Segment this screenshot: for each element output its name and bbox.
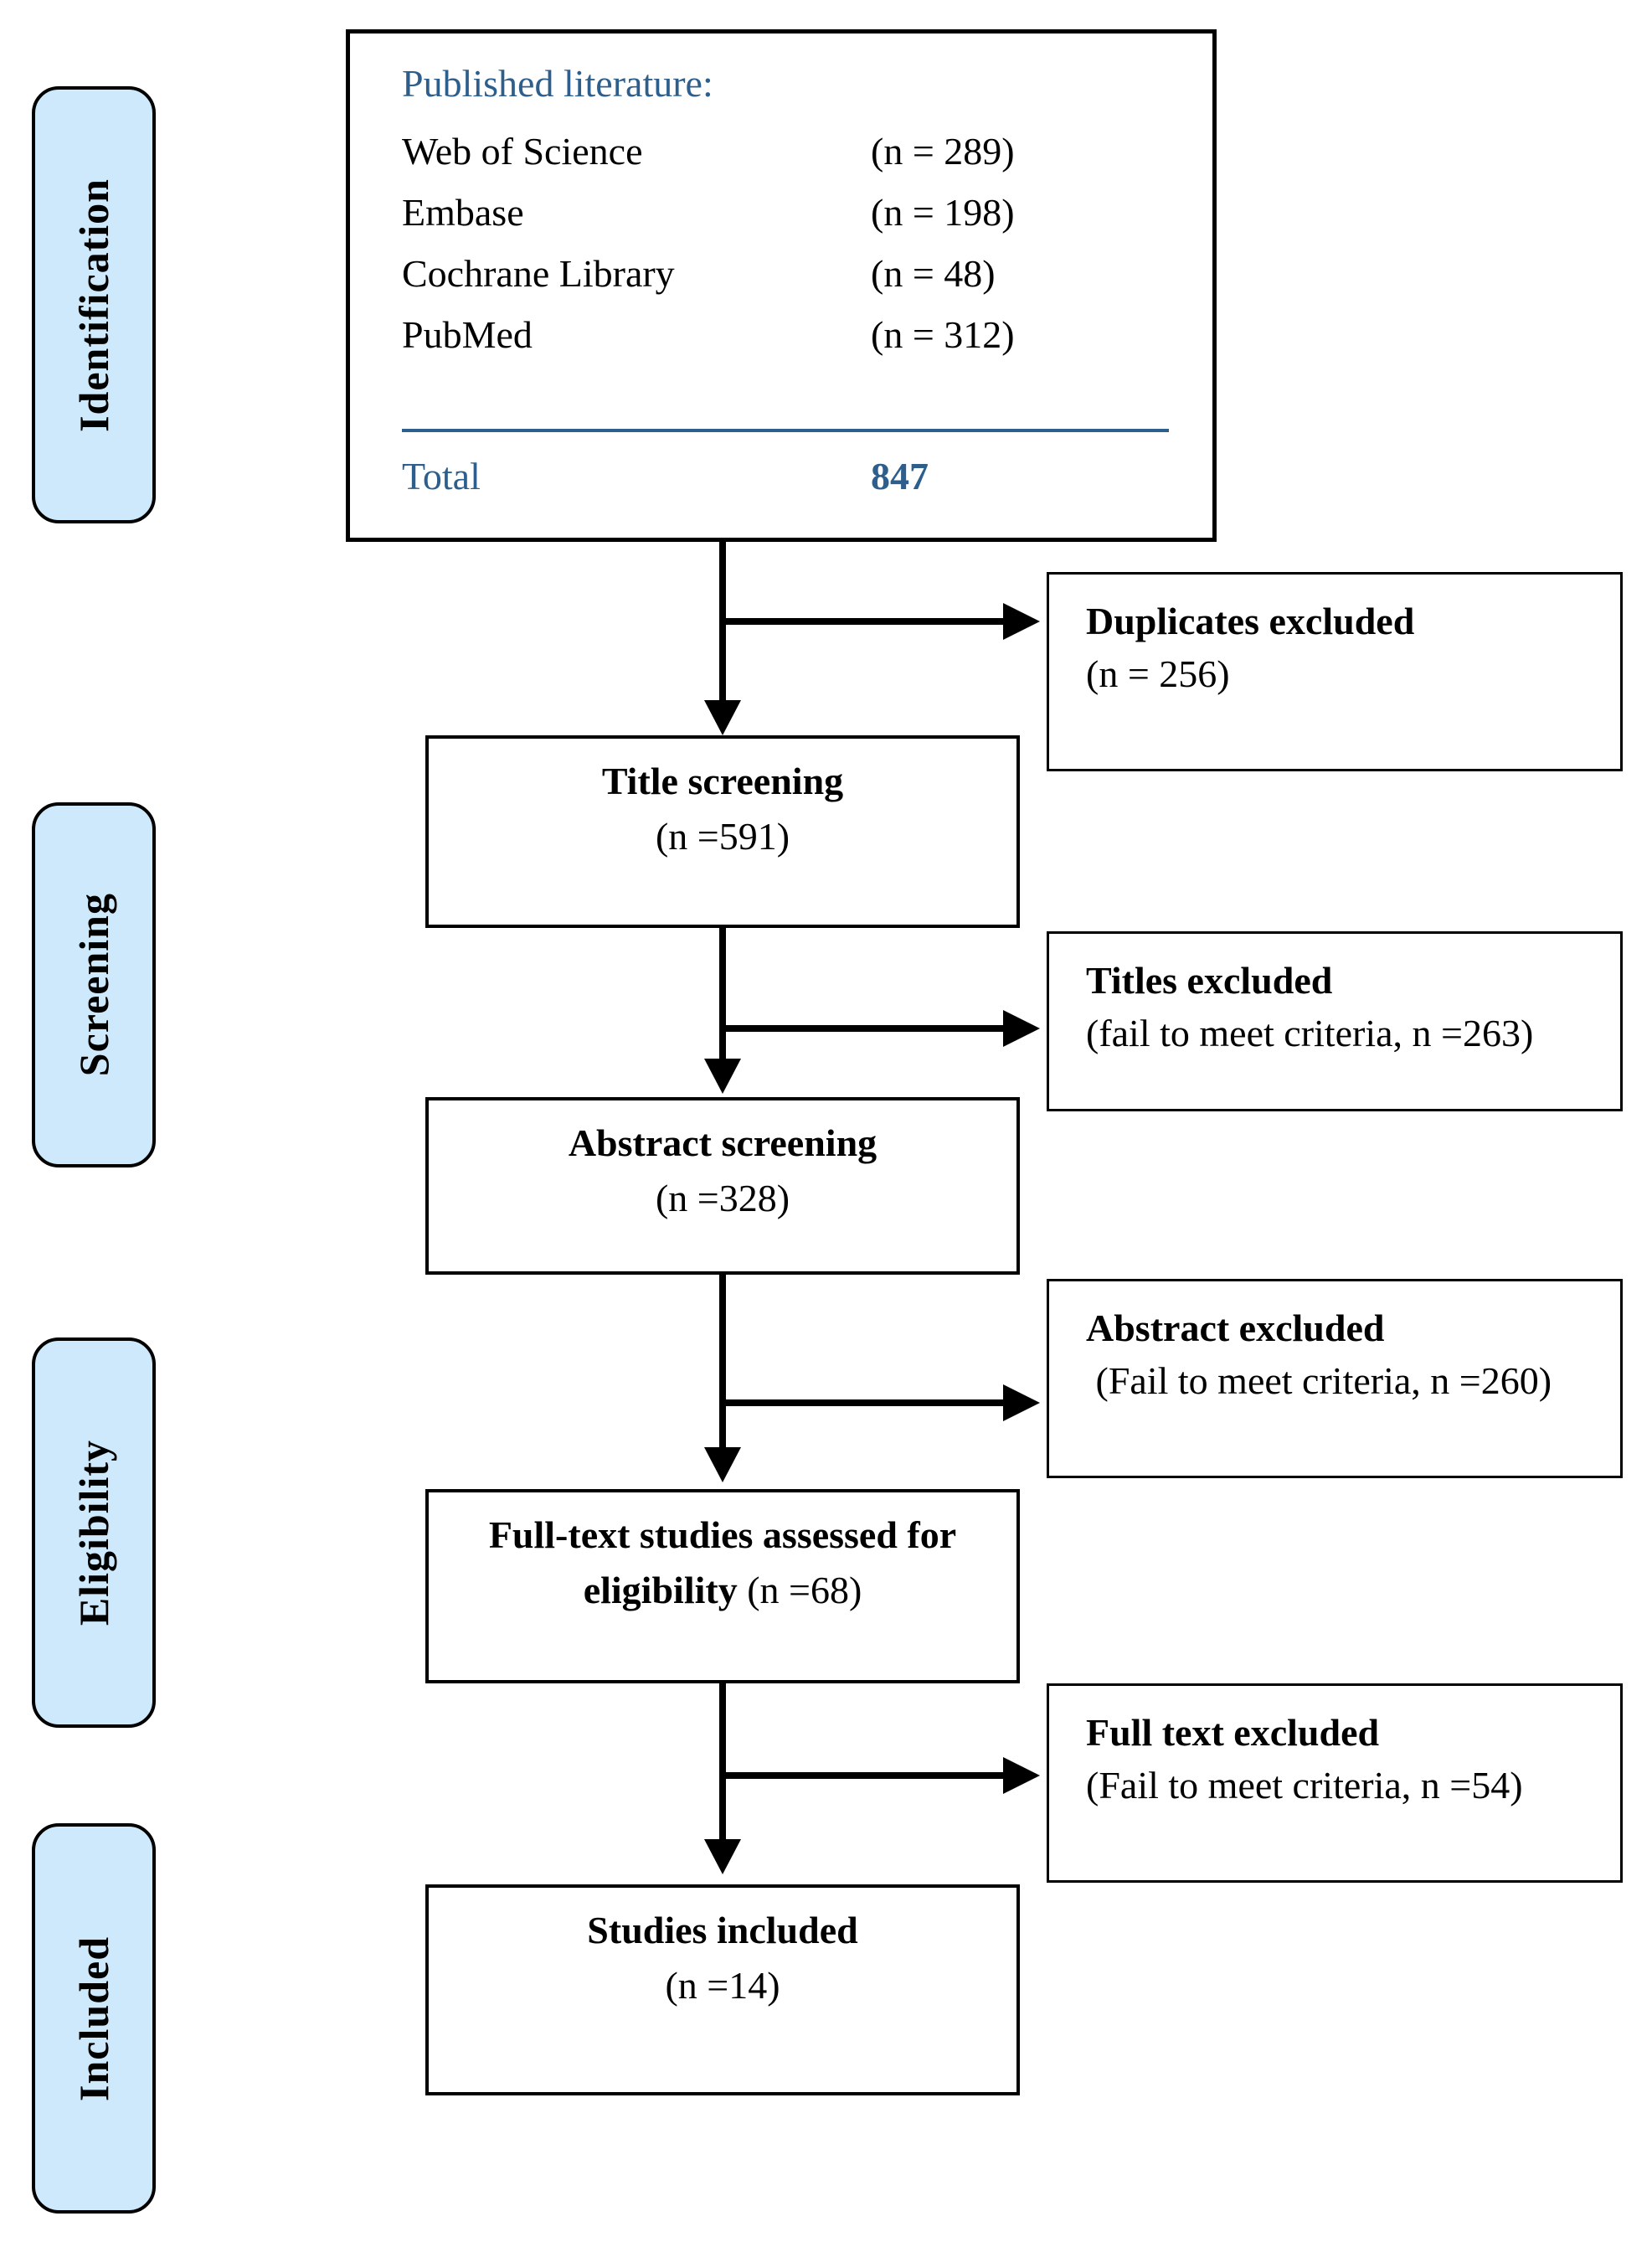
source-count: (n = 312) bbox=[871, 313, 1015, 356]
exclusion-label: Titles excluded bbox=[1086, 959, 1333, 1002]
exclusion-box-duplicates: Duplicates excluded (n = 256) bbox=[1047, 572, 1623, 771]
source-row-web-of-science: Web of Science (n = 289) bbox=[402, 121, 1169, 182]
source-row-embase: Embase (n = 198) bbox=[402, 182, 1169, 243]
stage-box-identification: Identification bbox=[32, 86, 156, 523]
arrowhead-sources-to-title bbox=[704, 700, 741, 735]
source-count: (n = 198) bbox=[871, 191, 1015, 234]
exclusion-detail: (n = 256) bbox=[1086, 652, 1230, 695]
source-row-cochrane-library: Cochrane Library (n = 48) bbox=[402, 243, 1169, 304]
arrowhead-branch-duplicates bbox=[1003, 603, 1040, 640]
source-row-pubmed: PubMed (n = 312) bbox=[402, 304, 1169, 365]
arrowhead-fulltext-to-included bbox=[704, 1839, 741, 1874]
arrowhead-branch-titles bbox=[1003, 1010, 1040, 1047]
source-label: PubMed bbox=[402, 313, 533, 356]
flow-box-count: (n =14) bbox=[665, 1964, 780, 2007]
sources-box: Published literature: Web of Science (n … bbox=[346, 29, 1217, 542]
exclusion-box-fulltext: Full text excluded (Fail to meet criteri… bbox=[1047, 1683, 1623, 1883]
sources-total-row: Total 847 bbox=[402, 446, 1169, 507]
arrowhead-branch-abstract-excluded bbox=[1003, 1384, 1040, 1421]
flow-box-label: Title screening bbox=[601, 760, 844, 802]
stage-label-screening: Screening bbox=[70, 893, 117, 1077]
sources-title: Published literature: bbox=[402, 62, 713, 105]
source-count: (n = 48) bbox=[871, 252, 996, 295]
flow-box-label-continued: eligibility bbox=[583, 1569, 738, 1611]
source-label: Web of Science bbox=[402, 130, 643, 173]
flow-box-label: Studies included bbox=[587, 1909, 858, 1951]
exclusion-detail: (fail to meet criteria, n =263) bbox=[1086, 1012, 1534, 1054]
stage-box-screening: Screening bbox=[32, 802, 156, 1167]
exclusion-detail: (Fail to meet criteria, n =260) bbox=[1086, 1359, 1552, 1402]
source-label: Cochrane Library bbox=[402, 252, 675, 295]
arrowhead-abstract-to-fulltext bbox=[704, 1447, 741, 1482]
flow-box-count: (n =328) bbox=[655, 1177, 790, 1219]
source-count: (n = 289) bbox=[871, 130, 1015, 173]
exclusion-detail: (Fail to meet criteria, n =54) bbox=[1086, 1764, 1523, 1806]
total-value: 847 bbox=[871, 455, 929, 497]
flow-box-count: eligibility (n =68) bbox=[429, 1563, 1016, 1618]
flow-box-abstract-screening: Abstract screening (n =328) bbox=[425, 1097, 1020, 1275]
flow-box-label: Full-text studies assessed for bbox=[488, 1513, 957, 1556]
exclusion-label: Duplicates excluded bbox=[1086, 600, 1415, 642]
total-label: Total bbox=[402, 455, 481, 497]
exclusion-label: Abstract excluded bbox=[1086, 1307, 1385, 1349]
sources-divider bbox=[402, 429, 1169, 432]
stage-label-included: Included bbox=[70, 1935, 117, 2101]
exclusion-box-titles: Titles excluded (fail to meet criteria, … bbox=[1047, 931, 1623, 1111]
stage-label-identification: Identification bbox=[70, 178, 117, 432]
exclusion-label: Full text excluded bbox=[1086, 1711, 1380, 1754]
stage-box-eligibility: Eligibility bbox=[32, 1337, 156, 1728]
stage-label-eligibility: Eligibility bbox=[70, 1439, 117, 1626]
flow-box-count-value: (n =68) bbox=[737, 1569, 862, 1611]
stage-box-included: Included bbox=[32, 1823, 156, 2214]
flow-box-title-screening: Title screening (n =591) bbox=[425, 735, 1020, 928]
source-label: Embase bbox=[402, 191, 524, 234]
flow-box-fulltext-assessed: Full-text studies assessed for eligibili… bbox=[425, 1489, 1020, 1683]
flow-box-studies-included: Studies included (n =14) bbox=[425, 1884, 1020, 2095]
arrowhead-branch-fulltext-excluded bbox=[1003, 1757, 1040, 1794]
arrowhead-title-to-abstract bbox=[704, 1059, 741, 1094]
flow-box-count: (n =591) bbox=[655, 815, 790, 858]
exclusion-box-abstract: Abstract excluded (Fail to meet criteria… bbox=[1047, 1279, 1623, 1478]
flow-box-label: Abstract screening bbox=[568, 1121, 877, 1164]
